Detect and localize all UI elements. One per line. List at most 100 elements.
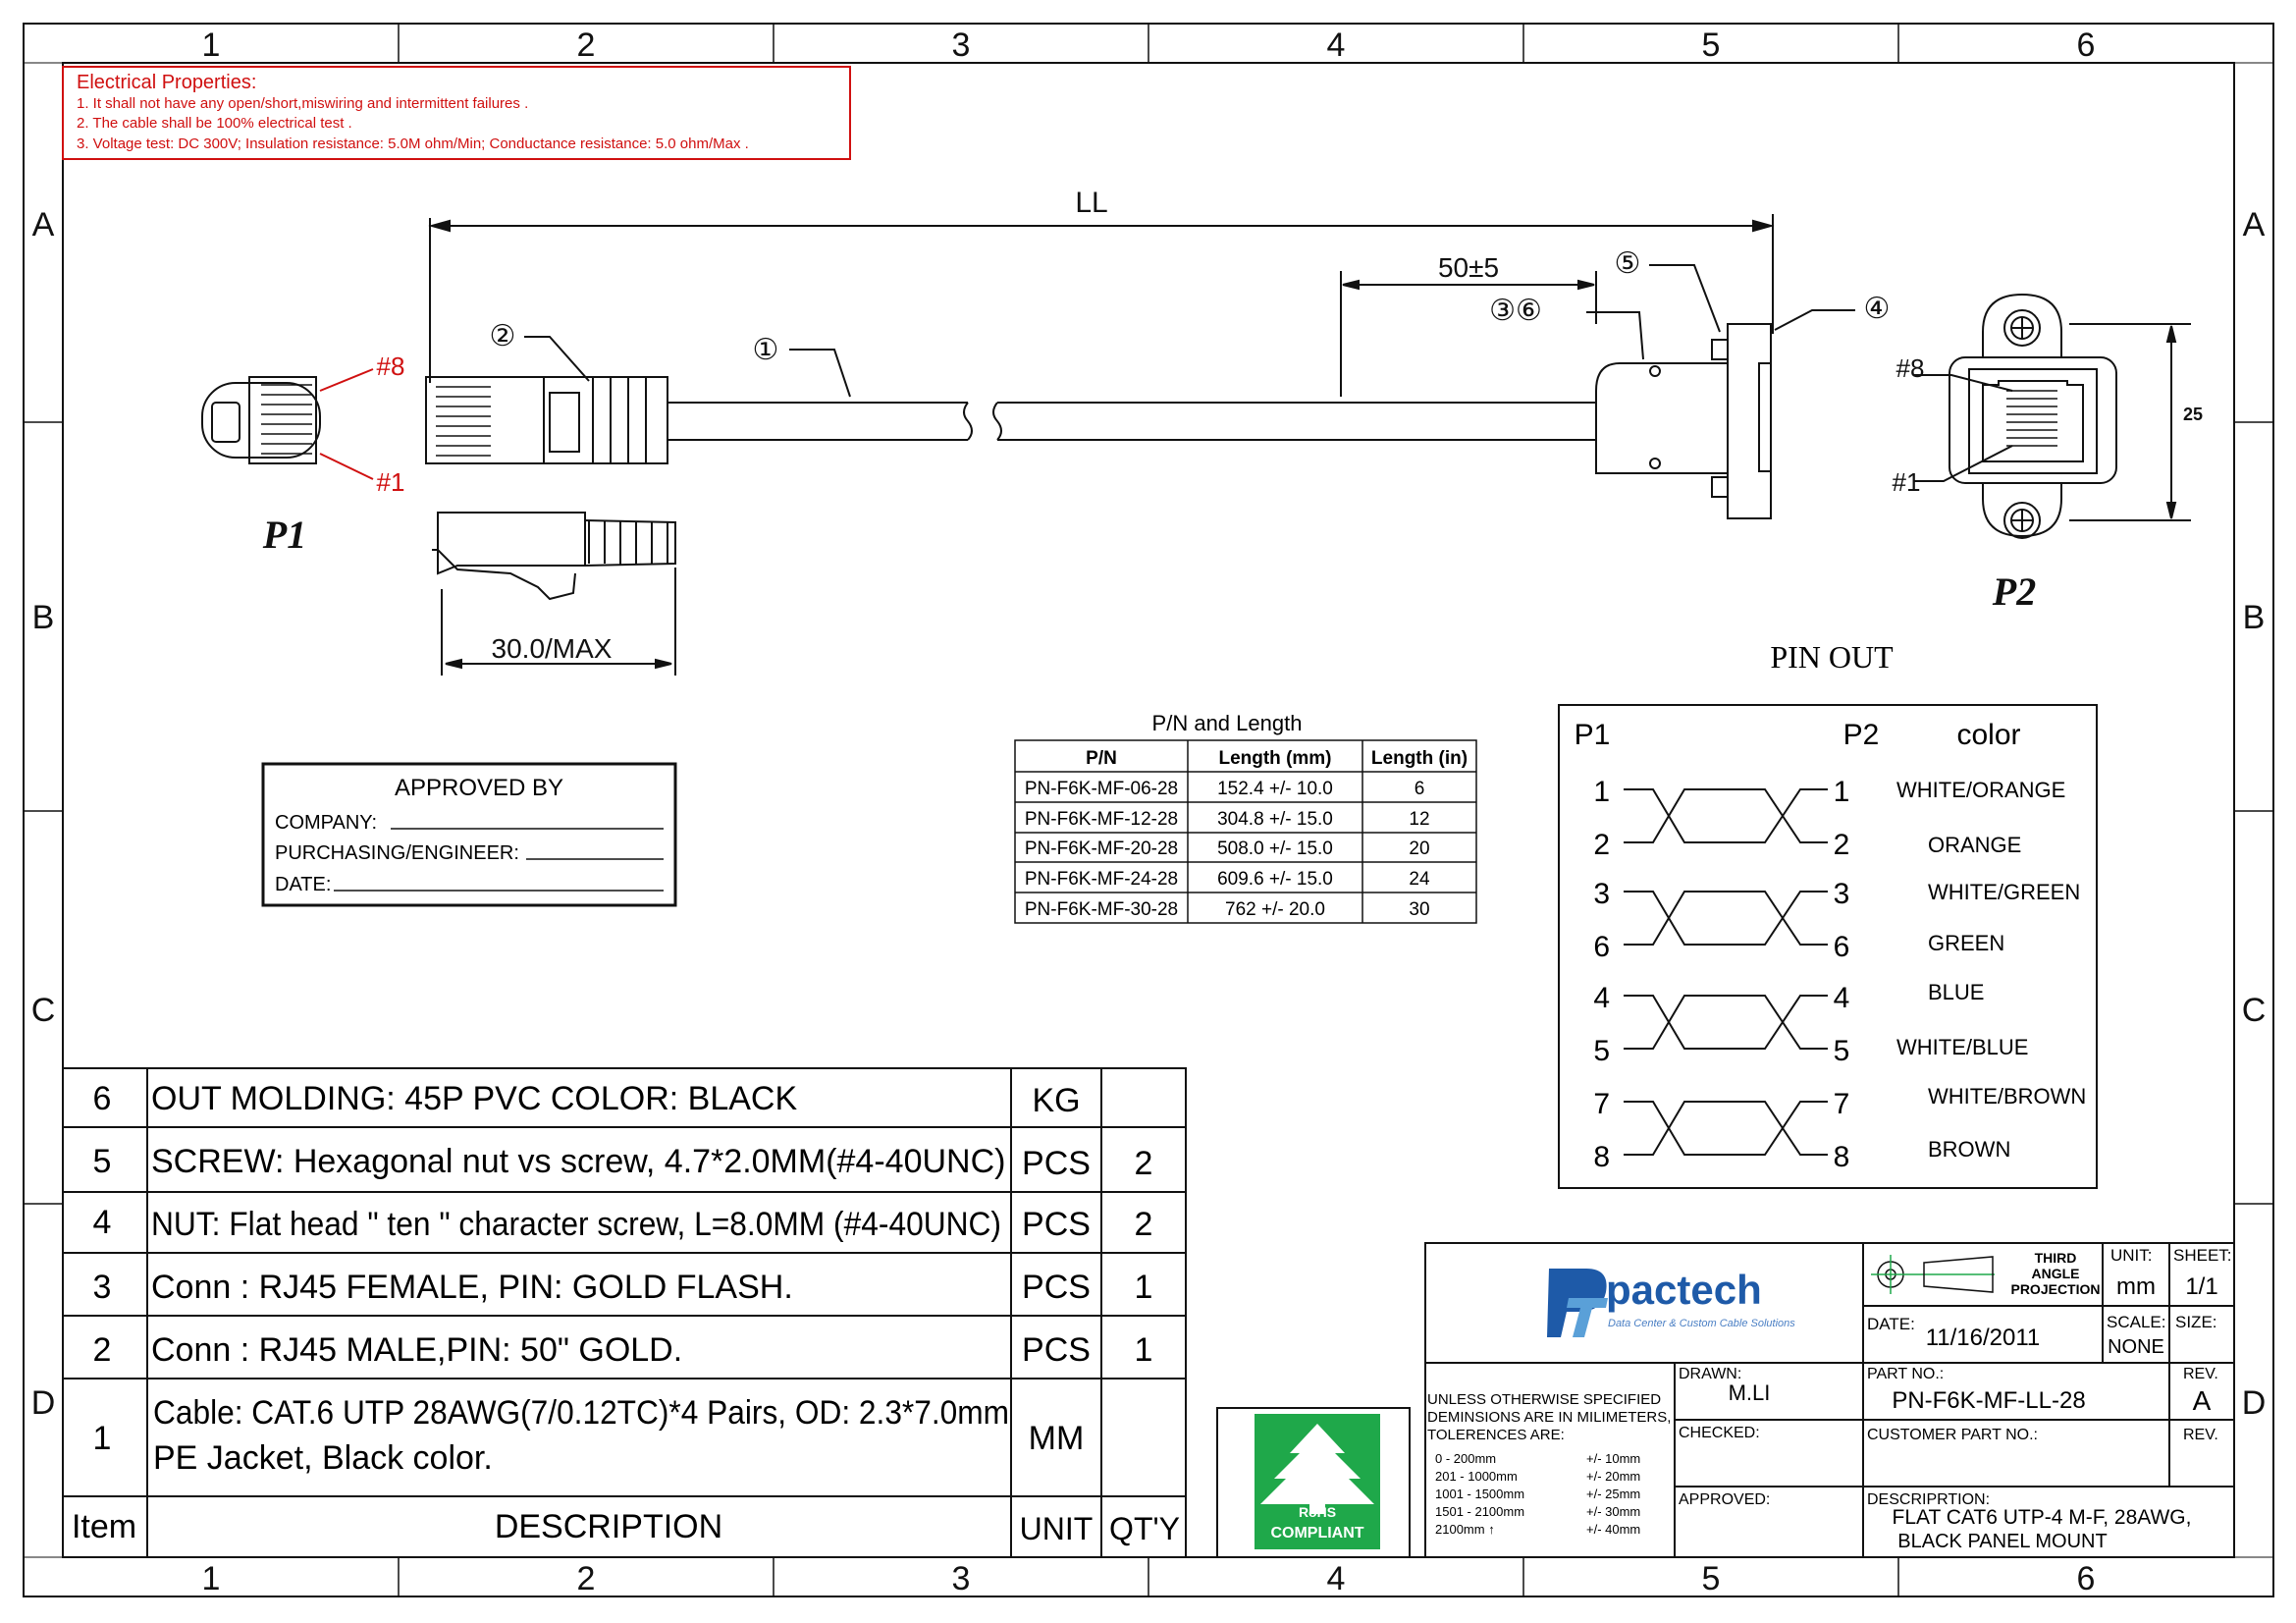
callout-cable: ①	[753, 334, 779, 366]
pinout-p2-pin: 7	[1834, 1088, 1850, 1120]
approved-title: APPROVED BY	[395, 775, 563, 801]
unit-label: UNIT:	[2110, 1246, 2153, 1265]
bom-header-desc: DESCRIPTION	[495, 1508, 722, 1545]
tolerance-value: +/- 40mm	[1586, 1522, 1640, 1537]
tolerance-value: +/- 30mm	[1586, 1504, 1640, 1519]
pinout-wire-color: BLUE	[1928, 980, 1984, 1004]
electrical-title: Electrical Properties:	[77, 72, 256, 93]
pinout-p2-pin: 5	[1834, 1035, 1850, 1067]
projection-line: ANGLE	[2032, 1266, 2080, 1281]
rohs-badge: RoHS COMPLIANT	[1216, 1407, 1411, 1558]
row-label-right: D	[2242, 1384, 2267, 1422]
pn-header: P/N	[1086, 748, 1117, 769]
bom-header-unit: UNIT	[1020, 1511, 1094, 1546]
tolerance-value: +/- 25mm	[1586, 1487, 1640, 1501]
tolerance-range: 1501 - 2100mm	[1435, 1504, 1524, 1519]
bom-qty: 1	[1135, 1269, 1153, 1306]
drawn-value: M.LI	[1729, 1380, 1771, 1405]
bom-desc-line2: PE Jacket, Black color.	[153, 1439, 493, 1477]
rev-label: REV.	[2183, 1366, 2218, 1382]
part-no-label: PART NO.:	[1867, 1366, 1944, 1382]
bom-item: 5	[93, 1143, 112, 1180]
bom-item: 3	[93, 1269, 112, 1306]
unit-value: mm	[2116, 1273, 2156, 1300]
col-label-bottom: 2	[577, 1560, 596, 1597]
pn-cell: 508.0 +/- 15.0	[1217, 839, 1333, 859]
description-label: DESCRIPRTION:	[1867, 1491, 1990, 1508]
row-label-right: B	[2243, 599, 2266, 636]
pn-cell: 24	[1409, 869, 1430, 890]
callout-boot: ②	[490, 320, 516, 352]
pn-cell: 30	[1409, 899, 1429, 920]
pinout-title: PIN OUT	[1770, 639, 1894, 675]
pinout-wire-color: ORANGE	[1928, 833, 2021, 857]
brand-name: pactech	[1606, 1267, 1762, 1313]
drawn-label: DRAWN:	[1679, 1366, 1741, 1382]
col-label-bottom: 5	[1702, 1560, 1721, 1597]
pn-header: Length (mm)	[1218, 748, 1331, 769]
pinout-wire-color: GREEN	[1928, 931, 2004, 955]
pinout-wire-color: WHITE/BLUE	[1896, 1035, 2028, 1059]
tolerance-value: +/- 10mm	[1586, 1451, 1640, 1466]
row-label-left: D	[31, 1384, 56, 1422]
row-label-right: C	[2242, 992, 2267, 1029]
pn-cell: 152.4 +/- 10.0	[1217, 779, 1333, 799]
row-label-left: A	[32, 206, 55, 243]
pinout-crossover	[1624, 788, 1828, 843]
callout-housing: ③⑥	[1489, 295, 1542, 327]
third-angle-projection-icon	[1871, 1255, 1995, 1294]
callout-screw: ⑤	[1615, 247, 1641, 280]
bom-desc: Conn : RJ45 FEMALE, PIN: GOLD FLASH.	[151, 1269, 793, 1306]
rohs-line1: RoHS	[1299, 1504, 1336, 1520]
bom-desc: Cable: CAT.6 UTP 28AWG(7/0.12TC)*4 Pairs…	[153, 1394, 1009, 1432]
bom-unit: PCS	[1022, 1145, 1091, 1182]
pinout-diagram: PIN OUT P1 P2 color 1212WHITE/ORANGEORAN…	[1558, 639, 2098, 1189]
pinout-p1-pin: 4	[1593, 982, 1610, 1014]
scale-value: NONE	[2108, 1336, 2164, 1358]
part-no-value: PN-F6K-MF-LL-28	[1892, 1387, 2085, 1414]
electrical-line: 2. The cable shall be 100% electrical te…	[77, 115, 352, 132]
tolerance-title: TOLERENCES ARE:	[1427, 1427, 1565, 1443]
p2-view-label: P2	[1992, 569, 2036, 614]
frame-labels: 1 2 3 4 5 6 1 2 3 4 5 6 A B C D A B C D	[31, 27, 2267, 1597]
pinout-p2-pin: 8	[1834, 1141, 1850, 1173]
p2-pin1-label: #1	[1893, 467, 1921, 497]
pn-cell: PN-F6K-MF-30-28	[1025, 899, 1178, 920]
col-label-top: 1	[202, 27, 221, 64]
drawing-labels: LL 50±5 30.0/MAX 25 ① ② ③⑥ ⑤ ④ #8 #1 #8 …	[262, 187, 2203, 664]
row-label-right: A	[2243, 206, 2266, 243]
pinout-p2-pin: 4	[1834, 982, 1850, 1014]
bom-header-qty: QT'Y	[1109, 1511, 1180, 1546]
plug-length-dimension: 30.0/MAX	[492, 633, 613, 664]
pinout-p2-pin: 2	[1834, 829, 1850, 861]
col-label-top: 5	[1702, 27, 1721, 64]
callout-nut: ④	[1864, 293, 1891, 325]
bom-item: 1	[93, 1420, 112, 1457]
rev2-label: REV.	[2183, 1427, 2218, 1443]
bom-unit: KG	[1032, 1082, 1080, 1119]
description-value: FLAT CAT6 UTP-4 M-F, 28AWG,	[1893, 1506, 2192, 1529]
pn-cell: PN-F6K-MF-06-28	[1025, 779, 1178, 799]
electrical-properties-box: Electrical Properties: 1. It shall not h…	[62, 66, 851, 160]
rohs-line2: COMPLIANT	[1270, 1525, 1363, 1542]
date-label: DATE:	[1867, 1315, 1915, 1333]
approved-purchasing: PURCHASING/ENGINEER:	[275, 842, 519, 864]
bom-item: 6	[93, 1080, 112, 1117]
pinout-crossover	[1624, 1101, 1828, 1156]
pinout-crossover	[1624, 995, 1828, 1050]
pn-cell: PN-F6K-MF-12-28	[1025, 809, 1178, 830]
bom-desc: NUT: Flat head " ten " character screw, …	[151, 1206, 1001, 1243]
col-label-bottom: 3	[952, 1560, 971, 1597]
pinout-wire-color: WHITE/GREEN	[1928, 880, 2080, 904]
date-value: 11/16/2011	[1926, 1325, 2041, 1351]
approved-date: DATE:	[275, 874, 331, 895]
bom-qty: 2	[1135, 1206, 1153, 1243]
p2-pin8-label: #8	[1896, 353, 1925, 383]
p2-front-view	[1914, 293, 2191, 539]
bom-qty: 1	[1135, 1331, 1153, 1369]
pn-cell: 20	[1409, 839, 1429, 859]
p1-side-profile	[432, 512, 676, 676]
pinout-p2-pin: 6	[1834, 931, 1850, 963]
pinout-p1-pin: 2	[1593, 829, 1610, 861]
